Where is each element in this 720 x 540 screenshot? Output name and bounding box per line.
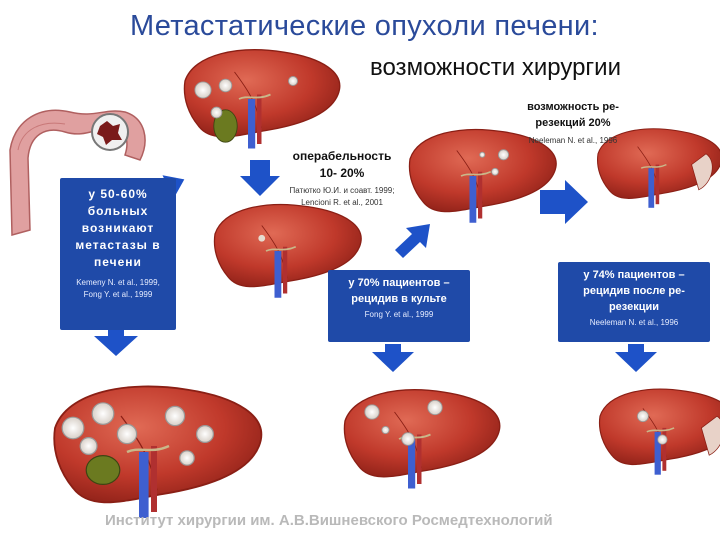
reresection-note: возможность ре-резекций 20% Neeleman N. … — [508, 99, 638, 147]
liver-resected-top — [183, 48, 341, 150]
stump-relapse-citation: Fong Y. et al., 1999 — [364, 310, 434, 319]
arrow-down-left — [94, 326, 138, 356]
arrow-to-re-resection — [540, 180, 588, 224]
footer-institution: Институт хирургии им. А.В.Вишневского Ро… — [105, 512, 553, 529]
stump-relapse-text: у 70% пациентов – рецидив в культе — [348, 277, 450, 305]
arrow-down-center — [240, 160, 280, 196]
arrow-down-right — [615, 344, 657, 372]
reresection-text: возможность ре-резекций 20% — [527, 101, 619, 129]
after-reresection-box: у 74% пациентов – рецидив после ре-резек… — [558, 262, 710, 342]
after-reresection-citation: Neeleman N. et al., 1996 — [589, 318, 679, 327]
colon-illustration — [9, 109, 146, 236]
liver-after-resection — [213, 203, 362, 299]
operability-text: операбельность 10- 20% — [292, 149, 392, 180]
operability-citation: Патютко Ю.И. и соавт. 1999; Lencioni R. … — [289, 186, 395, 207]
incidence-box: у 50-60% больных возникают метастазы в п… — [60, 178, 176, 330]
incidence-citation: Kemeny N. et al., 1999, Fong Y. et al., … — [76, 278, 160, 299]
liver-operable — [408, 128, 557, 224]
stump-relapse-box: у 70% пациентов – рецидив в культе Fong … — [328, 270, 470, 342]
liver-multiple-metastases — [53, 385, 263, 520]
reresection-citation: Neeleman N. et al., 1996 — [528, 136, 618, 145]
arrow-down-middle — [372, 344, 414, 372]
after-reresection-text: у 74% пациентов – рецидив после ре-резек… — [583, 269, 685, 313]
liver-re-resection — [596, 128, 720, 209]
liver-stump-relapse — [343, 388, 501, 490]
operability-note: операбельность 10- 20% Патютко Ю.И. и со… — [283, 148, 401, 209]
flow-arrows — [94, 160, 657, 372]
arrow-to-operable-liver — [395, 224, 430, 258]
page-subtitle: возможности хирургии — [370, 54, 621, 81]
page-title: Метастатические опухоли печени: — [130, 10, 599, 42]
liver-relapse-after-re-resection — [598, 388, 720, 476]
incidence-text: у 50-60% больных возникают метастазы в п… — [75, 187, 161, 269]
